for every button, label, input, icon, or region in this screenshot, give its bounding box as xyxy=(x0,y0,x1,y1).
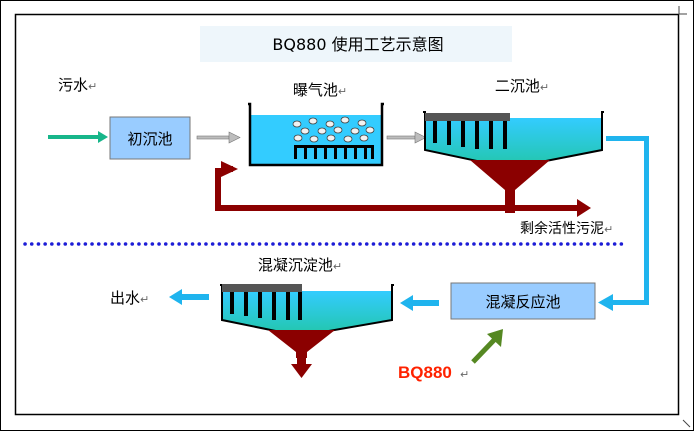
crop-marks xyxy=(678,6,691,428)
aeration-tank xyxy=(248,102,384,167)
effluent-arrow xyxy=(169,289,209,305)
coag-settling-tank xyxy=(220,284,394,378)
reagent-para-mark: ↵ xyxy=(460,368,469,381)
inlet-arrow xyxy=(48,131,108,143)
diagram-title: BQ880 使用工艺示意图 xyxy=(272,35,443,54)
aeration-diffuser xyxy=(294,145,374,159)
arrow-to-secondary xyxy=(386,131,427,144)
arrow-to-aeration xyxy=(196,131,241,144)
label-wastewater: 污水↵ xyxy=(58,76,97,94)
sludge-return-line xyxy=(215,161,591,217)
label-secondary-clarifier: 二沉池↵ xyxy=(495,77,549,95)
reagent-label: BQ880 xyxy=(398,363,452,382)
title-background xyxy=(200,26,512,62)
primary-clarifier-label: 初沉池 xyxy=(127,130,172,148)
reagent-arrow xyxy=(471,329,503,364)
inner-frame xyxy=(14,13,680,416)
label-aeration-tank: 曝气池↵ xyxy=(293,81,347,99)
label-excess-sludge: 剩余活性污泥↵ xyxy=(520,220,613,237)
flow-to-coag-settling xyxy=(400,295,439,311)
label-effluent: 出水↵ xyxy=(110,289,149,307)
aeration-bubbles xyxy=(292,116,375,143)
flow-to-coag-reaction xyxy=(598,136,649,311)
primary-clarifier-box xyxy=(109,116,191,160)
secondary-clarifier xyxy=(423,111,604,200)
coag-reaction-box xyxy=(450,282,596,320)
coag-reaction-label: 混凝反应池 xyxy=(485,293,560,311)
label-coag-settling-tank: 混凝沉淀池↵ xyxy=(258,256,342,274)
